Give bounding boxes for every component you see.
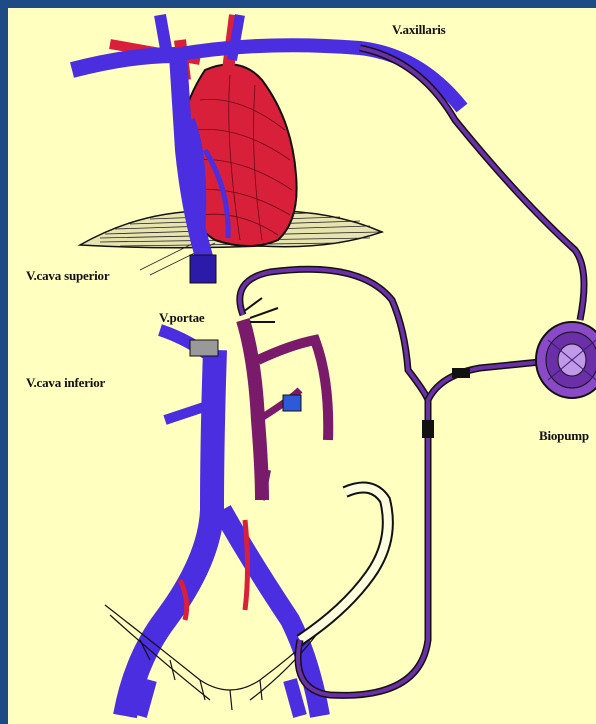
label-v-cava-inferior: V.cava inferior [26,375,105,391]
biopump [536,322,596,398]
label-biopump: Biopump [539,428,589,444]
label-v-cava-superior: V.cava superior [26,268,109,284]
diagram-panel: V.axillaris V.cava superior V.portae V.c… [8,8,596,724]
label-v-portae: V.portae [159,310,204,326]
venovenous-bypass-illustration [8,8,596,724]
label-v-axillaris: V.axillaris [392,22,446,38]
